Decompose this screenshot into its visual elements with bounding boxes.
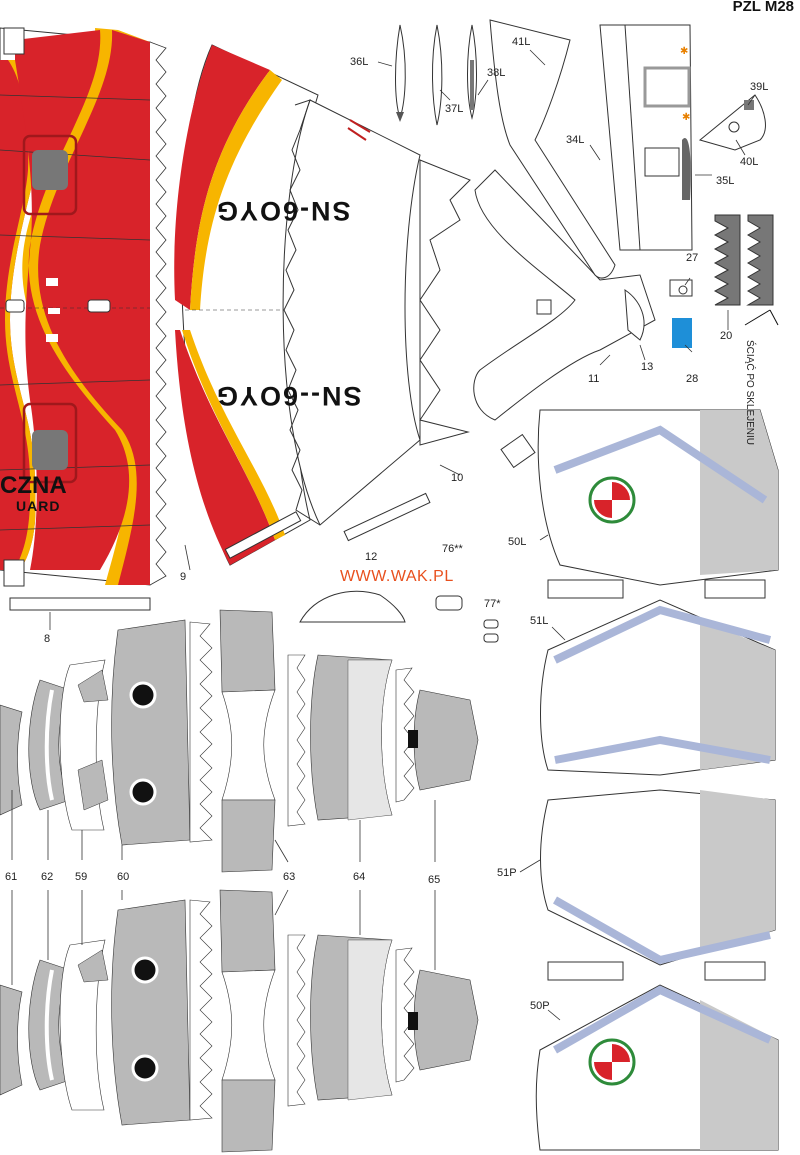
fuselage-text-line2: UARD xyxy=(16,498,61,514)
label-51P: 51P xyxy=(497,867,517,879)
part-10-fuselage-section xyxy=(282,99,536,542)
svg-text:✱: ✱ xyxy=(680,46,688,57)
label-51L: 51L xyxy=(530,615,549,627)
engine-parts-row-bottom xyxy=(0,889,479,1153)
label-12: 12 xyxy=(365,551,378,563)
label-13: 13 xyxy=(641,361,654,373)
part-51L xyxy=(540,599,776,776)
parts-12-76-77 xyxy=(299,590,499,643)
label-41L: 41L xyxy=(512,36,531,48)
label-11: 11 xyxy=(588,373,600,385)
label-38L: 38L xyxy=(487,67,506,79)
label-40L: 40L xyxy=(740,156,759,168)
website-label: WWW.WAK.PL xyxy=(340,568,454,585)
registration-top: SN-6OYG xyxy=(215,196,351,226)
label-28: 28 xyxy=(686,373,699,385)
label-20: 20 xyxy=(720,330,733,342)
part-20-teeth xyxy=(713,214,779,326)
leader-lines xyxy=(11,49,756,1021)
label-8: 8 xyxy=(44,633,51,645)
part-8-fuselage-side xyxy=(0,27,167,611)
engine-parts-row-top xyxy=(0,609,479,873)
part-51P xyxy=(540,789,776,981)
label-61: 61 xyxy=(5,871,18,883)
label-60: 60 xyxy=(117,871,130,883)
registration-bottom: SN--6OYG xyxy=(215,381,362,411)
label-64: 64 xyxy=(353,871,366,883)
label-9: 9 xyxy=(180,571,187,583)
label-37L: 37L xyxy=(445,103,464,115)
fuselage-text-line1: CZNA xyxy=(0,472,67,499)
label-62: 62 xyxy=(41,871,54,883)
part-50P xyxy=(535,984,779,1151)
model-title: PZL M28 xyxy=(732,0,794,15)
label-10: 10 xyxy=(451,472,464,484)
label-50L: 50L xyxy=(508,536,527,548)
label-59: 59 xyxy=(75,871,88,883)
part-11-tail-skin xyxy=(473,19,656,421)
label-76: 76** xyxy=(442,543,463,555)
parts-27-28-13 xyxy=(624,279,693,348)
label-39L: 39L xyxy=(750,81,769,93)
label-63: 63 xyxy=(283,871,296,883)
parts-39L-40L xyxy=(698,94,766,151)
label-65: 65 xyxy=(428,874,441,886)
part-50L xyxy=(537,409,779,599)
label-34L: 34L xyxy=(566,134,585,146)
part-34L-35L-fin: ✱ ✱ xyxy=(599,24,693,251)
label-35L: 35L xyxy=(716,175,735,187)
svg-text:✱: ✱ xyxy=(682,112,690,123)
cut-after-gluing-note: ŚCIĄĆ PO SKLEJENIU xyxy=(744,340,755,446)
label-50P: 50P xyxy=(530,1000,550,1012)
label-27: 27 xyxy=(686,252,699,264)
label-36L: 36L xyxy=(350,56,369,68)
parts-36L-37L-38L xyxy=(395,24,477,126)
part-9-fuselage-section xyxy=(174,44,319,566)
label-77: 77* xyxy=(484,598,501,610)
